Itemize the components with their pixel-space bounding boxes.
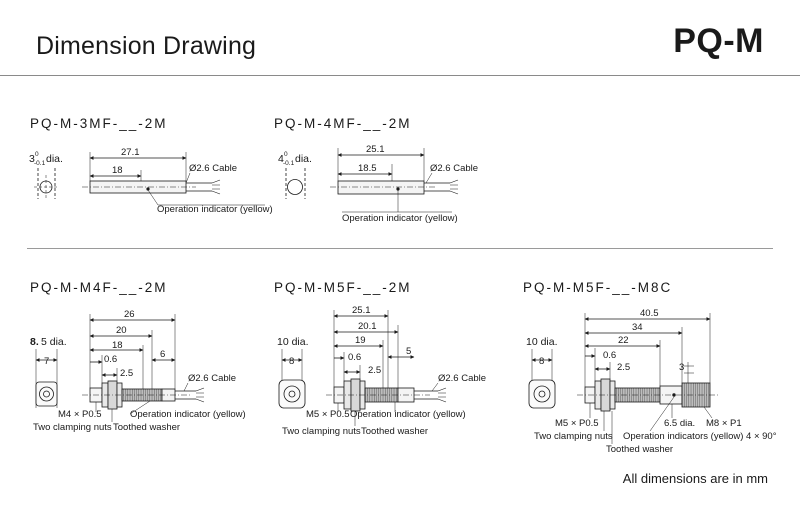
dim-m4f-7: 7 <box>44 356 49 367</box>
thread-label-m5f: M5 × P0.5 <box>306 409 350 420</box>
model-label-3mf: PQ-M-3MF-__-2M <box>30 116 168 131</box>
dia-m5f-m8c: 10 dia. <box>526 336 558 348</box>
dim-m4f-26: 26 <box>124 309 135 320</box>
thread-label-m4f: M4 × P0.5 <box>58 409 102 420</box>
dia-3mf-sup: 0 <box>35 151 39 158</box>
m8-thread-label: M8 × P1 <box>706 418 742 429</box>
dia-3mf-main: 3 <box>29 153 35 165</box>
dim-m5f-m8c-405: 40.5 <box>640 308 659 319</box>
dim-3mf-18: 18 <box>112 165 123 176</box>
dim-m5f-19: 19 <box>355 335 366 346</box>
indicator-label-m4f: Operation indicator (yellow) <box>130 409 246 420</box>
dim-m5f-201: 20.1 <box>358 321 377 332</box>
indicator-label-4mf: Operation indicator (yellow) <box>342 213 458 224</box>
dia-4mf-sup: 0 <box>284 151 288 158</box>
dim-m5f-m8c-34: 34 <box>632 322 643 333</box>
dim-m5f-m8c-3: 3 <box>679 362 684 373</box>
dim-m5f-8: 8 <box>289 356 294 367</box>
dia-m4f-rest: 5 dia. <box>41 336 67 348</box>
cable-label-m4f: Ø2.6 Cable <box>188 373 236 384</box>
washer-label-m5f-m8c: Toothed washer <box>606 444 673 455</box>
page-title: Dimension Drawing <box>36 32 257 60</box>
units-note: All dimensions are in mm <box>622 471 768 486</box>
dim-m5f-m8c-25: 2.5 <box>617 362 630 373</box>
model-label-m5f: PQ-M-M5F-__-2M <box>274 280 412 295</box>
dim-m4f-06: 0.6 <box>104 354 117 365</box>
dim-4mf-185: 18.5 <box>358 163 377 174</box>
drawing-m5f: 10 dia. 8 <box>277 305 486 437</box>
dia-3mf-sub: -0.1 <box>34 160 46 167</box>
header-divider <box>0 75 800 76</box>
section-divider <box>27 248 773 249</box>
dim-m5f-m8c-06: 0.6 <box>603 350 616 361</box>
dim-4mf-total: 25.1 <box>366 144 385 155</box>
dia-4mf-sub: -0.1 <box>283 160 295 167</box>
dia-65-label: 6.5 dia. <box>664 418 695 429</box>
dia-3mf-unit: dia. <box>46 153 63 165</box>
drawing-4mf: 4 0 -0.1 dia. 25.1 18.5 Ø2.6 Cable Opera… <box>278 144 478 224</box>
washer-label-m5f: Toothed washer <box>361 426 428 437</box>
thread-label-m5f-m8c: M5 × P0.5 <box>555 418 599 429</box>
dim-m5f-5: 5 <box>406 346 411 357</box>
dim-m5f-06: 0.6 <box>348 352 361 363</box>
dia-4mf-main: 4 <box>278 153 284 165</box>
indicator-label-3mf: Operation indicator (yellow) <box>157 204 273 215</box>
dim-m5f-m8c-22: 22 <box>618 335 629 346</box>
nuts-label-m5f-m8c: Two clamping nuts <box>534 431 613 442</box>
cable-label-4mf: Ø2.6 Cable <box>430 163 478 174</box>
dim-m4f-20: 20 <box>116 325 127 336</box>
cable-label-m5f: Ø2.6 Cable <box>438 373 486 384</box>
dim-m5f-251: 25.1 <box>352 305 371 316</box>
product-brand: PQ-M <box>673 22 764 60</box>
dim-3mf-total: 27.1 <box>121 147 140 158</box>
model-label-4mf: PQ-M-4MF-__-2M <box>274 116 412 131</box>
drawing-3mf: 3 0 -0.1 dia. 27.1 18 Ø2.6 Cable <box>29 147 273 215</box>
washer-label-m4f: Toothed washer <box>113 422 180 433</box>
indicator-label-m5f: Operation indicator (yellow) <box>350 409 466 420</box>
dia-m5f: 10 dia. <box>277 336 309 348</box>
nuts-label-m4f: Two clamping nuts <box>33 422 112 433</box>
dim-m4f-18: 18 <box>112 340 123 351</box>
dim-m4f-6: 6 <box>160 349 165 360</box>
dia-4mf-unit: dia. <box>295 153 312 165</box>
dia-m4f-bold: 8. <box>30 336 39 348</box>
dim-m4f-25: 2.5 <box>120 368 133 379</box>
drawing-m4f: 8. 5 dia. 7 <box>30 309 246 433</box>
cable-label-3mf: Ø2.6 Cable <box>189 163 237 174</box>
dim-m5f-m8c-8: 8 <box>539 356 544 367</box>
indicators-label-m5f-m8c: Operation indicators (yellow) 4 × 90° <box>623 431 777 442</box>
dim-m5f-25: 2.5 <box>368 365 381 376</box>
drawing-m5f-m8c: 10 dia. 8 <box>526 308 777 455</box>
model-label-m5f-m8c: PQ-M-M5F-__-M8C <box>523 280 673 295</box>
nuts-label-m5f: Two clamping nuts <box>282 426 361 437</box>
model-label-m4f: PQ-M-M4F-__-2M <box>30 280 168 295</box>
